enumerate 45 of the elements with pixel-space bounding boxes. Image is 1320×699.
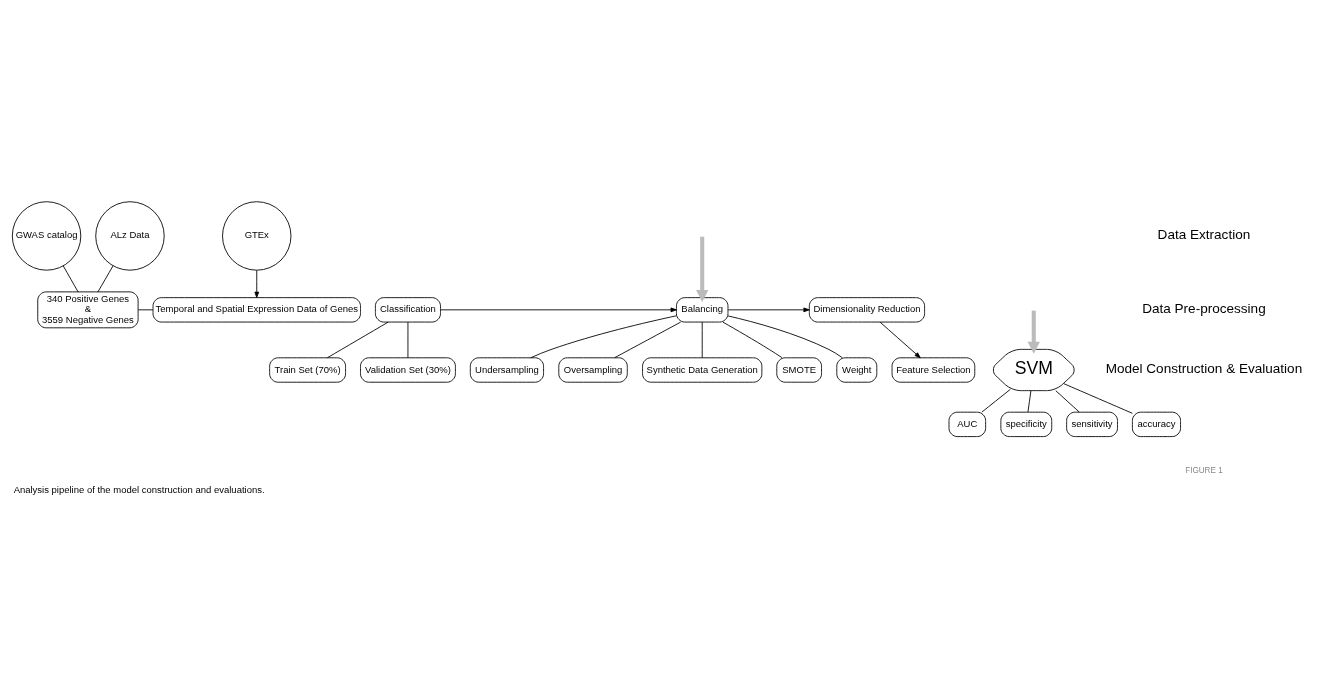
arrow bbox=[696, 236, 709, 302]
connector bbox=[722, 321, 783, 358]
connector bbox=[326, 321, 389, 358]
node-box: Synthetic Data Generation bbox=[642, 356, 763, 383]
connector bbox=[407, 321, 409, 358]
node-box: SMOTE bbox=[776, 356, 822, 383]
connector bbox=[1063, 382, 1133, 414]
connector bbox=[701, 321, 703, 358]
node-box: Train Set (70%) bbox=[269, 356, 346, 383]
node-box: Classification bbox=[374, 296, 441, 322]
arrow bbox=[1027, 310, 1040, 354]
connector bbox=[981, 388, 1011, 413]
connector bbox=[97, 265, 114, 292]
connector bbox=[1055, 389, 1080, 412]
node-circle: GTEx bbox=[222, 200, 292, 271]
label: Data Extraction bbox=[1157, 226, 1251, 242]
connector bbox=[1027, 389, 1032, 412]
label: Data Pre-processing bbox=[1142, 300, 1266, 316]
node-circle: ALz Data bbox=[95, 200, 165, 271]
connector bbox=[727, 315, 843, 358]
node-box: specificity bbox=[1000, 411, 1053, 437]
node-box: Validation Set (30%) bbox=[360, 356, 456, 383]
node-box: accuracy bbox=[1131, 411, 1181, 437]
node-box: Feature Selection bbox=[891, 356, 976, 383]
label: Model Construction & Evaluation bbox=[1105, 360, 1303, 376]
node-box: Balancing bbox=[676, 296, 729, 322]
connector bbox=[530, 314, 677, 358]
arrow bbox=[879, 321, 921, 358]
arrow bbox=[254, 269, 260, 298]
node-ellipse: SVM bbox=[992, 348, 1075, 391]
arrow bbox=[440, 307, 677, 312]
connector bbox=[62, 265, 79, 292]
node-box: Oversampling bbox=[558, 356, 628, 383]
node-box: Undersampling bbox=[469, 356, 544, 383]
connector bbox=[614, 321, 682, 358]
node-box: Weight bbox=[836, 356, 878, 383]
node-box: Temporal and Spatial Expression Data of Genes bbox=[152, 296, 361, 322]
arrow bbox=[727, 307, 810, 312]
node-box: sensitivity bbox=[1066, 411, 1118, 437]
node-box: AUC bbox=[948, 411, 987, 437]
node-box: 340 Positive Genes & 3559 Negative Genes bbox=[37, 290, 139, 328]
node-box: Dimensionality Reduction bbox=[808, 296, 926, 322]
node-circle: GWAS catalog bbox=[11, 200, 82, 271]
connector bbox=[137, 308, 154, 310]
caption: Analysis pipeline of the model construction and evaluations. bbox=[13, 483, 265, 495]
